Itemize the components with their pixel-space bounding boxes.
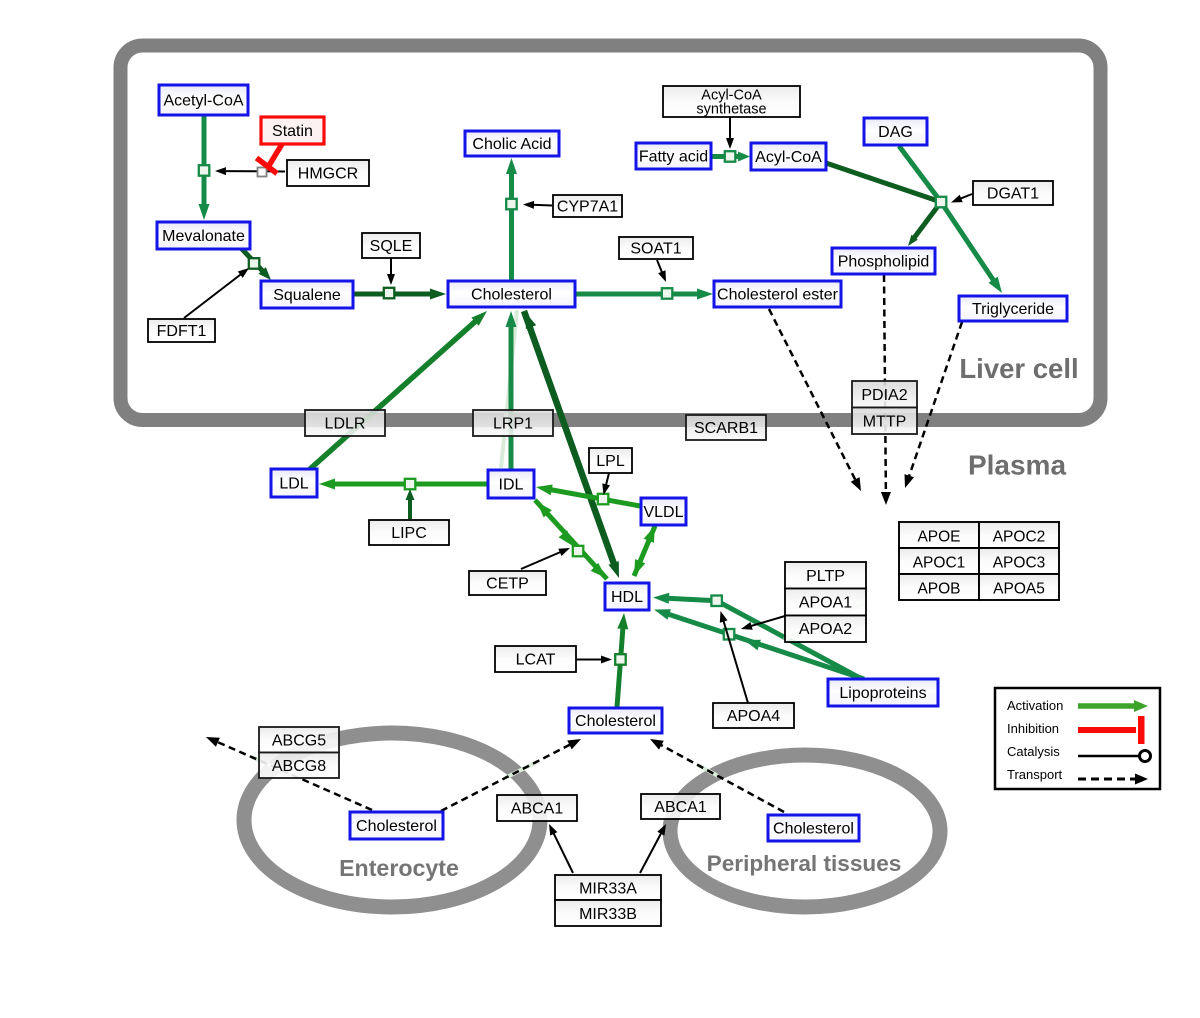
svg-text:HDL: HDL — [611, 589, 643, 606]
svg-text:Cholesterol: Cholesterol — [773, 821, 854, 838]
svg-text:APOC3: APOC3 — [993, 555, 1046, 572]
svg-text:SOAT1: SOAT1 — [630, 241, 681, 258]
svg-text:LCAT: LCAT — [516, 652, 556, 669]
svg-text:VLDL: VLDL — [643, 504, 683, 521]
svg-text:Acetyl-CoA: Acetyl-CoA — [163, 93, 243, 110]
svg-text:IDL: IDL — [499, 477, 524, 494]
svg-text:CETP: CETP — [486, 576, 529, 593]
svg-text:APOB: APOB — [917, 581, 960, 598]
svg-text:Liver cell: Liver cell — [959, 353, 1078, 384]
svg-text:APOA2: APOA2 — [799, 621, 852, 638]
svg-text:Squalene: Squalene — [273, 287, 341, 304]
svg-text:PDIA2: PDIA2 — [861, 387, 907, 404]
svg-text:SCARB1: SCARB1 — [694, 420, 758, 437]
svg-text:Enterocyte: Enterocyte — [339, 855, 459, 881]
svg-text:Mevalonate: Mevalonate — [162, 228, 245, 245]
svg-text:Acyl-CoA: Acyl-CoA — [755, 149, 822, 166]
svg-text:APOA5: APOA5 — [993, 581, 1045, 598]
svg-text:MIR33B: MIR33B — [579, 906, 637, 923]
svg-text:Phospholipid: Phospholipid — [838, 254, 930, 271]
svg-text:synthetase: synthetase — [696, 102, 766, 118]
svg-text:PLTP: PLTP — [806, 568, 845, 585]
svg-text:Cholesterol: Cholesterol — [356, 818, 437, 835]
svg-text:LIPC: LIPC — [391, 525, 427, 542]
svg-text:Cholesterol: Cholesterol — [471, 287, 552, 304]
svg-text:Fatty acid: Fatty acid — [639, 149, 708, 166]
svg-text:CYP7A1: CYP7A1 — [557, 199, 618, 216]
svg-text:Triglyceride: Triglyceride — [972, 301, 1054, 318]
svg-text:Statin: Statin — [272, 123, 313, 140]
svg-text:APOA1: APOA1 — [799, 595, 852, 612]
svg-text:HMGCR: HMGCR — [298, 166, 358, 183]
svg-text:Cholic Acid: Cholic Acid — [472, 136, 551, 153]
svg-text:APOE: APOE — [917, 529, 960, 546]
svg-text:Cholesterol ester: Cholesterol ester — [717, 287, 839, 304]
svg-text:ABCA1: ABCA1 — [654, 799, 707, 816]
svg-text:Transport: Transport — [1007, 767, 1063, 782]
svg-text:Peripheral tissues: Peripheral tissues — [707, 851, 902, 876]
svg-text:FDFT1: FDFT1 — [157, 323, 207, 340]
svg-text:DAG: DAG — [878, 124, 913, 141]
svg-text:APOC1: APOC1 — [913, 555, 966, 572]
svg-text:Cholesterol: Cholesterol — [575, 713, 656, 730]
svg-text:DGAT1: DGAT1 — [987, 186, 1039, 203]
svg-text:SQLE: SQLE — [370, 238, 413, 255]
svg-text:Inhibition: Inhibition — [1007, 721, 1059, 736]
svg-text:MIR33A: MIR33A — [579, 881, 637, 898]
svg-text:Activation: Activation — [1007, 698, 1063, 713]
svg-text:MTTP: MTTP — [863, 414, 907, 431]
svg-text:Lipoproteins: Lipoproteins — [839, 685, 926, 702]
svg-text:LRP1: LRP1 — [493, 416, 533, 433]
svg-text:ABCA1: ABCA1 — [511, 801, 564, 818]
svg-text:Plasma: Plasma — [968, 450, 1066, 481]
svg-text:LPL: LPL — [596, 453, 625, 470]
svg-text:LDLR: LDLR — [325, 416, 366, 433]
svg-text:ABCG8: ABCG8 — [272, 758, 326, 775]
svg-text:LDL: LDL — [279, 476, 308, 493]
svg-text:ABCG5: ABCG5 — [272, 733, 326, 750]
svg-text:APOC2: APOC2 — [993, 529, 1046, 546]
svg-text:Catalysis: Catalysis — [1007, 744, 1060, 759]
svg-text:APOA4: APOA4 — [727, 708, 780, 725]
